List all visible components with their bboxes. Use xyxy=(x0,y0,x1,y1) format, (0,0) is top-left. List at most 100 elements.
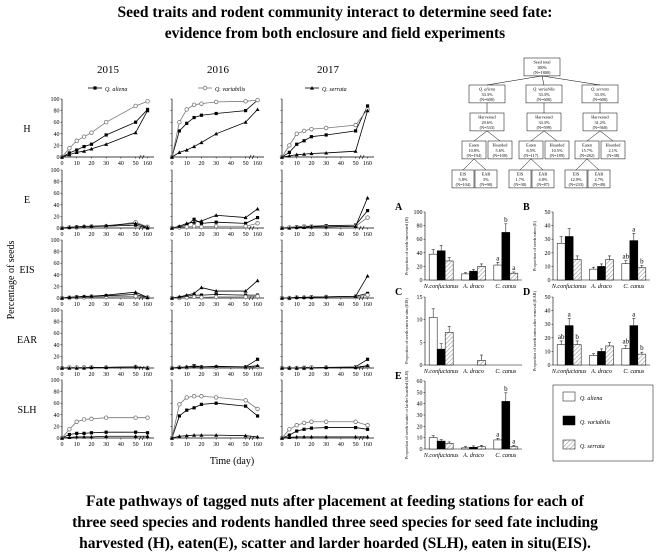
bar-category-label: A. draco xyxy=(590,369,612,375)
legend-marker-0 xyxy=(93,86,97,90)
data-point xyxy=(280,155,284,159)
data-point xyxy=(104,142,109,146)
y-tick-label: 80 xyxy=(54,180,60,186)
bar-y-tick-label: 100 xyxy=(414,210,423,216)
series-line-26 xyxy=(282,275,368,299)
data-point xyxy=(243,215,248,220)
x-tick-label: 30 xyxy=(213,442,219,448)
significance-letter: b xyxy=(504,216,508,224)
data-point xyxy=(81,134,87,139)
x-tick-label: 20 xyxy=(308,161,314,167)
x-tick-label: 160 xyxy=(253,232,262,238)
bar-legend-swatch-1 xyxy=(562,415,576,426)
series-line-32 xyxy=(171,365,258,369)
data-point xyxy=(192,433,197,437)
data-point xyxy=(255,278,260,283)
significance-letter: b xyxy=(640,344,644,352)
data-point xyxy=(294,423,299,428)
data-point xyxy=(60,296,64,300)
data-point xyxy=(280,366,284,370)
data-point xyxy=(75,148,79,152)
data-point xyxy=(75,431,79,435)
tree-eis-1-text: EIS xyxy=(517,172,524,177)
bar-y-tick-label: 10 xyxy=(417,318,423,324)
data-point xyxy=(365,434,370,439)
tree-harvested-2-text: Harvested xyxy=(591,115,609,120)
bar xyxy=(637,267,647,281)
x-tick-label: 160 xyxy=(143,372,152,378)
data-point xyxy=(89,431,94,435)
x-tick-label: 30 xyxy=(213,302,219,308)
data-point xyxy=(184,293,189,297)
bar xyxy=(428,253,438,281)
x-tick-label: 0 xyxy=(61,302,64,308)
x-tick-label: 30 xyxy=(213,232,219,238)
bar xyxy=(477,360,486,366)
data-point xyxy=(82,144,86,149)
data-point xyxy=(214,131,219,136)
series-line-1 xyxy=(61,100,148,158)
x-tick-label: 20 xyxy=(198,232,204,238)
data-point xyxy=(214,292,218,297)
data-point xyxy=(133,103,138,109)
x-tick-label: 50 xyxy=(353,372,359,378)
tree-ear-1-text: (N=87) xyxy=(537,182,550,187)
data-point xyxy=(145,366,150,370)
tree-link xyxy=(586,130,601,142)
significance-letter: a xyxy=(512,437,516,445)
data-point xyxy=(353,434,358,439)
data-point xyxy=(185,121,189,125)
bar-y-tick-label: 40 xyxy=(417,251,423,257)
x-tick-label: 20 xyxy=(198,302,204,308)
tree-link xyxy=(473,130,488,142)
data-point xyxy=(199,140,204,145)
data-point xyxy=(354,129,358,133)
tree-hoarded-2-text: 2.1% xyxy=(609,148,618,153)
tree-hoarded-0-text: 5.6% xyxy=(496,148,505,153)
tree-ear-2-text: (N=49) xyxy=(593,182,606,187)
x-tick-label: 30 xyxy=(213,161,219,167)
tree-harvested-1-text: Harvested xyxy=(535,115,553,120)
data-point xyxy=(323,125,329,131)
data-point xyxy=(103,119,109,125)
x-tick-label: 50 xyxy=(243,372,249,378)
bar xyxy=(637,353,647,366)
data-point xyxy=(170,296,174,300)
x-tick-label: 10 xyxy=(294,442,300,448)
tree-link xyxy=(599,130,614,142)
data-point xyxy=(294,152,299,157)
axis-break-mark xyxy=(141,154,145,160)
tree-link xyxy=(541,75,545,86)
y-tick-label: 100 xyxy=(51,97,60,103)
data-point xyxy=(301,420,307,426)
x-tick-label: 10 xyxy=(184,232,190,238)
x-tick-label: 10 xyxy=(294,232,300,238)
data-point xyxy=(192,291,197,295)
axis-break-mark xyxy=(141,435,145,441)
x-tick-label: 20 xyxy=(198,372,204,378)
data-point xyxy=(199,101,204,106)
data-point xyxy=(184,107,189,112)
data-point xyxy=(145,434,150,438)
data-point xyxy=(353,419,358,424)
bar-y-tick-label: 10 xyxy=(417,436,423,442)
data-point xyxy=(309,419,314,424)
bar xyxy=(477,446,486,450)
data-point xyxy=(255,215,260,220)
x-tick-label: 160 xyxy=(253,302,262,308)
data-point xyxy=(353,149,358,153)
data-point xyxy=(89,416,94,422)
data-point xyxy=(199,224,204,230)
x-tick-label: 10 xyxy=(294,302,300,308)
x-tick-label: 40 xyxy=(338,442,344,448)
axis-break-mark xyxy=(248,435,252,441)
data-point xyxy=(309,151,314,156)
bar xyxy=(444,332,454,366)
data-point xyxy=(199,364,204,369)
data-point xyxy=(243,120,248,124)
data-point xyxy=(170,226,174,230)
x-tick-label: 30 xyxy=(323,161,329,167)
data-point xyxy=(81,417,87,422)
x-tick-label: 10 xyxy=(74,161,80,167)
